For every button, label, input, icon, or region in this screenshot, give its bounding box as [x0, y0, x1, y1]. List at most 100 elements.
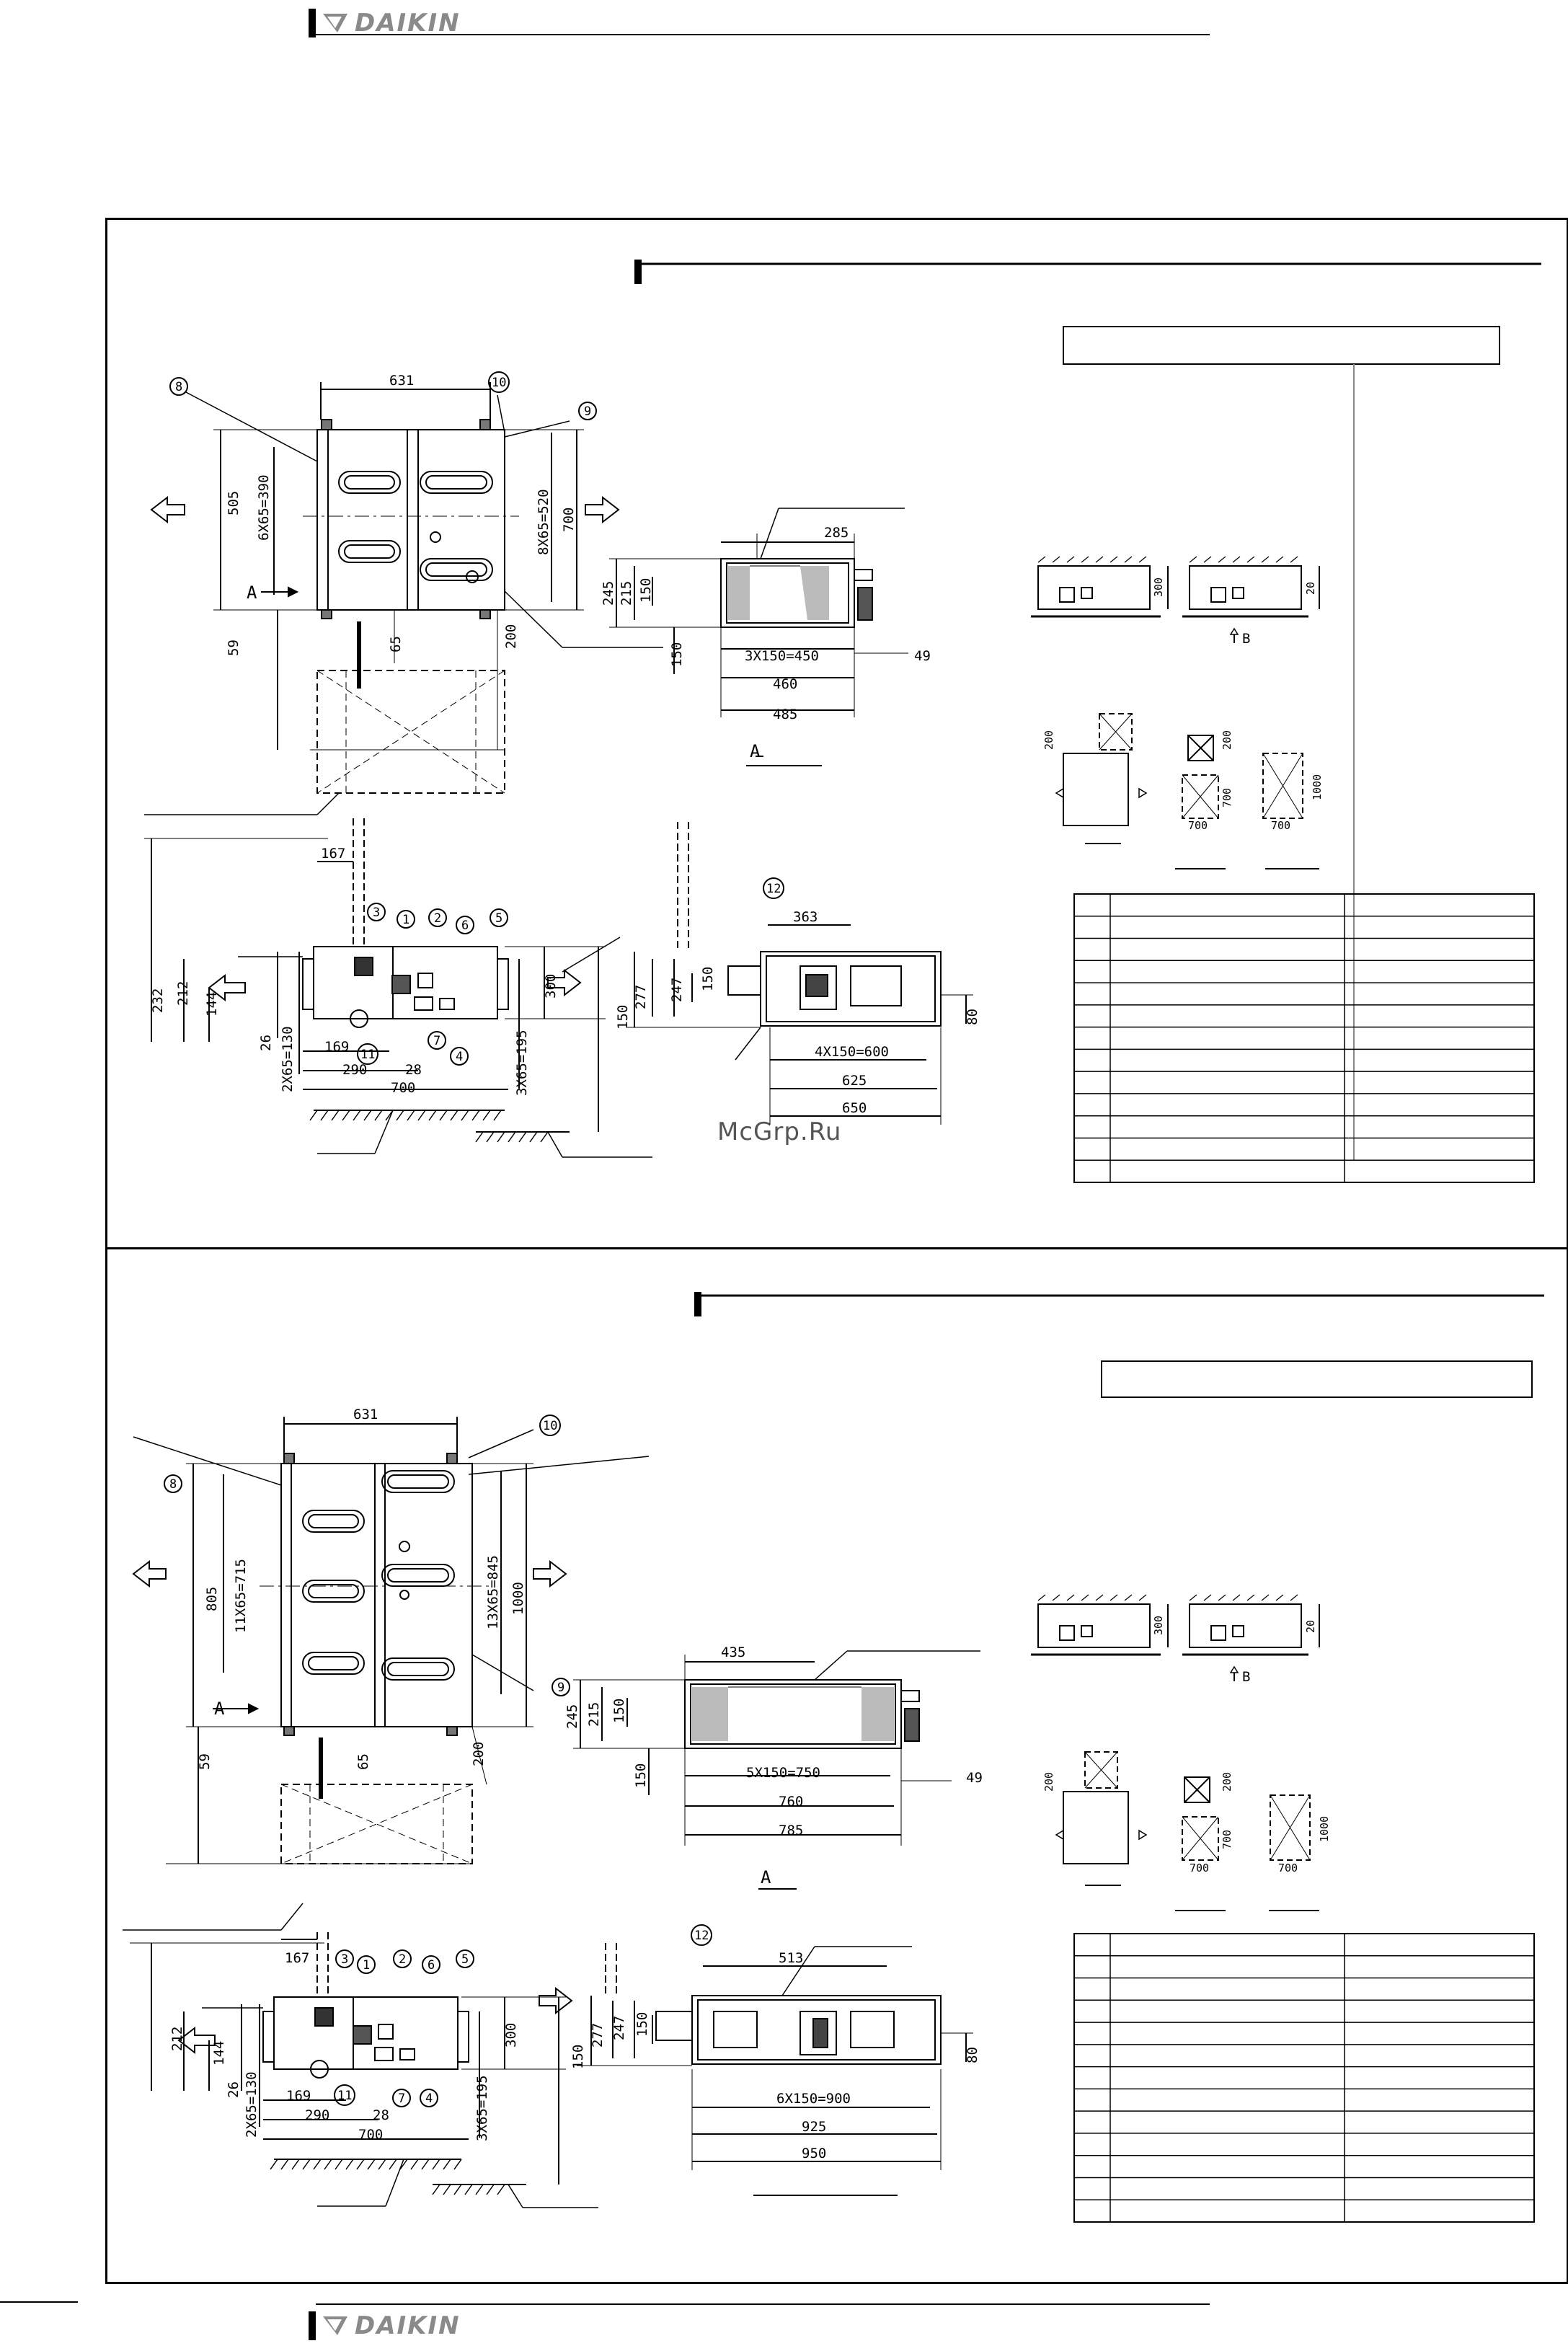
logo-bar [309, 2311, 316, 2340]
dim-300-b: 300 [503, 2023, 519, 2048]
rear-view-bottom [577, 1943, 973, 2196]
header-logo: DAIKIN [309, 9, 461, 37]
install-700a-b: 700 [1221, 1830, 1233, 1849]
install-300: 300 [1152, 577, 1165, 597]
dim-805: 805 [204, 1587, 220, 1611]
parts-table-top [1073, 893, 1535, 1183]
dim-59-b: 59 [197, 1753, 213, 1770]
bubble-12-b: 12 [691, 1924, 712, 1946]
bubble-10: 10 [488, 371, 510, 393]
view-a-label: A [247, 583, 257, 603]
dim-6x65: 6X65=390 [256, 474, 272, 541]
plan-view-bottom [123, 1417, 650, 1931]
page-frame [105, 218, 1568, 2284]
svg-text:10: 10 [492, 376, 506, 390]
bubble-1: 1 [397, 910, 415, 929]
bubble-1-b: 1 [357, 1955, 376, 1974]
section-divider [105, 1247, 1568, 1249]
svg-text:9: 9 [584, 404, 591, 419]
svg-text:5: 5 [461, 1952, 469, 1967]
dim-277-b: 277 [590, 2023, 606, 2048]
front-view-label: A [750, 741, 761, 761]
dim-167: 167 [321, 846, 345, 862]
side-view-top [144, 818, 652, 1158]
dim-785: 785 [779, 1823, 803, 1838]
install-200-b: 200 [1042, 1772, 1055, 1792]
dim-363: 363 [793, 909, 818, 925]
dim-6x150: 6X150=900 [776, 2091, 851, 2107]
dim-28: 28 [405, 1062, 422, 1078]
dim-65: 65 [388, 636, 404, 652]
bubble-10-b: 10 [539, 1415, 561, 1436]
front-view-bottom [573, 1650, 980, 1890]
dim-212: 212 [175, 981, 191, 1006]
dim-150d-b: 150 [570, 2045, 586, 2069]
install-views-bottom [1031, 1594, 1320, 1911]
svg-text:1: 1 [363, 1958, 370, 1973]
dim-65-b: 65 [355, 1753, 371, 1770]
dim-144: 144 [204, 992, 220, 1017]
rear-view-top [627, 822, 973, 1125]
install-b: B [1242, 631, 1250, 647]
parts-table-bottom [1073, 1933, 1535, 2223]
bubble-5: 5 [490, 908, 508, 927]
svg-text:12: 12 [766, 882, 781, 896]
daikin-logo-icon [323, 14, 347, 32]
svg-text:4: 4 [456, 1050, 463, 1064]
dim-760: 760 [779, 1794, 803, 1810]
install-700a: 700 [1221, 788, 1233, 807]
dim-247: 247 [669, 978, 685, 1002]
svg-text:3: 3 [341, 1952, 348, 1967]
svg-text:9: 9 [557, 1681, 564, 1695]
install-200b-b: 200 [1221, 1772, 1233, 1792]
dim-245: 245 [601, 581, 616, 606]
view-a-label-b: A [214, 1699, 225, 1719]
labels-top: 631 505 6X65=390 8X65=520 700 59 65 200 … [150, 371, 1324, 1116]
svg-text:2: 2 [434, 911, 441, 926]
dim-247-b: 247 [611, 2016, 627, 2040]
svg-text:6: 6 [461, 919, 469, 933]
bubble-9: 9 [578, 402, 597, 420]
footer-logo: DAIKIN [309, 2311, 461, 2340]
dim-650: 650 [842, 1100, 867, 1116]
dim-625: 625 [842, 1073, 867, 1089]
footer-left-rule [0, 2301, 78, 2303]
dim-245-b: 245 [564, 1704, 580, 1729]
footer-brand: DAIKIN [355, 2311, 461, 2340]
dim-285: 285 [824, 525, 849, 541]
svg-text:11: 11 [337, 2089, 352, 2103]
svg-text:3: 3 [373, 906, 380, 920]
dim-5x150: 5X150=750 [746, 1765, 820, 1781]
install-200b: 200 [1221, 730, 1233, 750]
dim-144-b: 144 [211, 2041, 227, 2066]
dim-700: 700 [561, 508, 577, 532]
dim-925: 925 [802, 2119, 826, 2135]
dim-169-b: 169 [286, 2088, 311, 2104]
bubble-4-b: 4 [420, 2089, 438, 2107]
svg-text:8: 8 [169, 1477, 177, 1492]
dim-150-b: 150 [611, 1699, 627, 1723]
install-20-b: 20 [1304, 1620, 1317, 1633]
dim-26-b: 26 [226, 2081, 242, 2098]
svg-text:12: 12 [694, 1929, 709, 1943]
dim-150c-b: 150 [634, 2012, 650, 2037]
dim-80: 80 [965, 1009, 980, 1025]
svg-text:2: 2 [399, 1952, 406, 1967]
dim-200: 200 [503, 624, 519, 649]
install-700b-b: 700 [1190, 1862, 1209, 1874]
dim-3x65: 3X65=195 [514, 1030, 530, 1096]
bubble-3-b: 3 [335, 1949, 354, 1968]
header-rule [316, 34, 1210, 35]
bubble-3: 3 [367, 903, 386, 921]
svg-text:10: 10 [543, 1419, 557, 1433]
install-b-b: B [1242, 1669, 1250, 1685]
svg-text:7: 7 [398, 2092, 405, 2106]
svg-text:4: 4 [425, 2092, 433, 2106]
dim-150c: 150 [700, 967, 716, 991]
dim-150d: 150 [615, 1005, 631, 1030]
dim-505: 505 [226, 491, 242, 515]
watermark: McGrp.Ru [717, 1117, 842, 1146]
logo-bar [309, 9, 316, 37]
front-view-label-b: A [761, 1867, 771, 1887]
